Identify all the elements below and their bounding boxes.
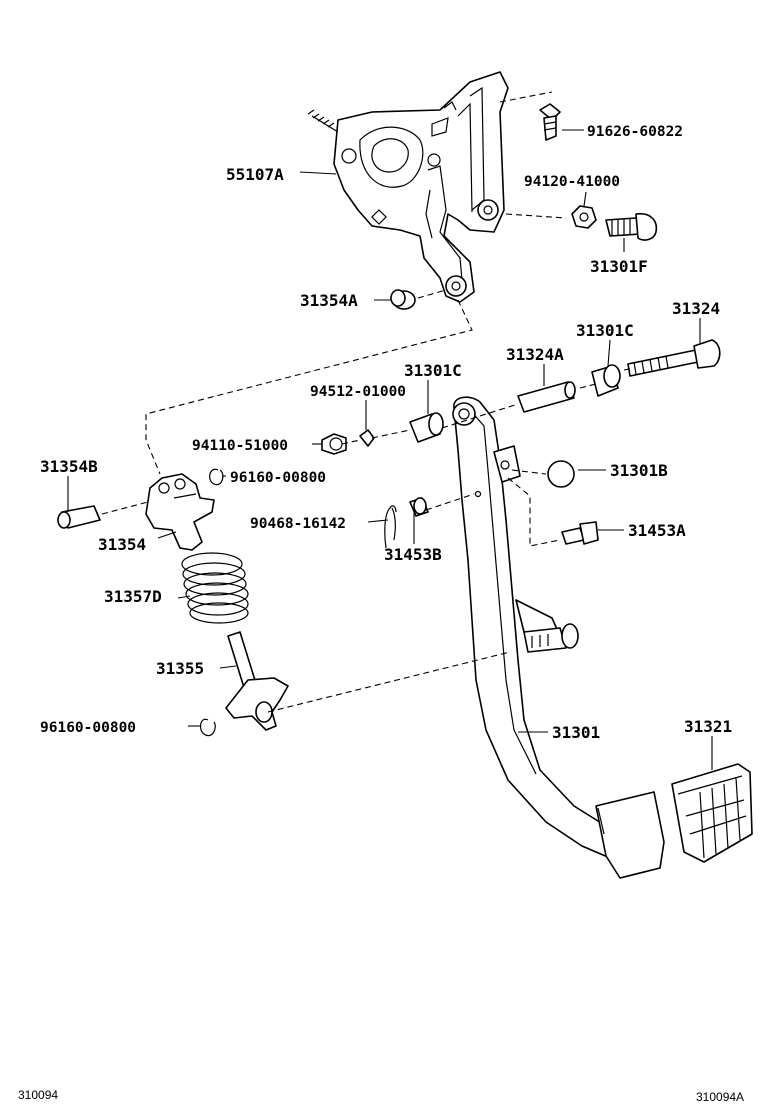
nut-94120-41000: [571, 205, 597, 229]
spring-guide-31355: [225, 631, 289, 731]
bolt-31324: [627, 339, 721, 377]
label-31301: 31301: [552, 723, 600, 742]
label-31324A: 31324A: [506, 345, 564, 364]
label-31354: 31354: [98, 535, 146, 554]
washer-94512-01000: [359, 429, 375, 447]
label-31301C-left: 31301C: [404, 361, 462, 380]
label-94512-01000: 94512-01000: [310, 384, 406, 400]
alignment-lines: [101, 91, 635, 713]
clip-96160-bottom: [199, 718, 216, 737]
label-31453B: 31453B: [384, 545, 442, 564]
label-31354B: 31354B: [40, 457, 98, 476]
label-31301C-right: 31301C: [576, 321, 634, 340]
pedal-bracket-55107A: [307, 71, 509, 303]
spring-31357D: [181, 552, 249, 624]
clip-90468-16142: [384, 505, 397, 549]
label-31321: 31321: [684, 717, 732, 736]
bolt-91626-60822: [539, 103, 561, 141]
leader-lines: [67, 129, 713, 770]
label-31324: 31324: [672, 299, 720, 318]
label-96160-00800-bottom: 96160-00800: [40, 720, 136, 736]
collar-31301C-right: [591, 364, 621, 397]
label-31453A: 31453A: [628, 521, 686, 540]
bolt-31453A: [561, 521, 599, 545]
sleeve-31324A: [517, 381, 576, 413]
label-31354A: 31354A: [300, 291, 358, 310]
label-31301F: 31301F: [590, 257, 648, 276]
bushing-31354A: [390, 289, 416, 310]
label-94120-41000: 94120-41000: [524, 174, 620, 190]
label-90468-16142: 90468-16142: [250, 516, 346, 532]
label-94110-51000: 94110-51000: [192, 438, 288, 454]
bolt-31301F: [605, 212, 658, 241]
drawing-code-left: 310094: [18, 1088, 59, 1102]
clip-96160-top: [209, 468, 224, 486]
pin-31354B: [57, 505, 101, 529]
part-labels: 91626-60822 55107A 94120-41000 31301F 31…: [40, 124, 732, 742]
collar-31301C-left: [409, 412, 444, 443]
label-96160-00800-top: 96160-00800: [230, 470, 326, 486]
nut-94110-51000: [321, 433, 347, 455]
label-55107A: 55107A: [226, 165, 284, 184]
spring-seat-31354: [145, 473, 215, 551]
pedal-arm-31301: [452, 396, 665, 879]
label-31357D: 31357D: [104, 587, 162, 606]
drawing-code-right: 310094A: [696, 1090, 745, 1104]
pedal-pad-31321: [671, 763, 753, 863]
label-31301B: 31301B: [610, 461, 668, 480]
label-91626-60822: 91626-60822: [587, 124, 683, 140]
ball-31301B: [547, 460, 575, 488]
bushing-31453B: [409, 497, 429, 517]
label-31355: 31355: [156, 659, 204, 678]
